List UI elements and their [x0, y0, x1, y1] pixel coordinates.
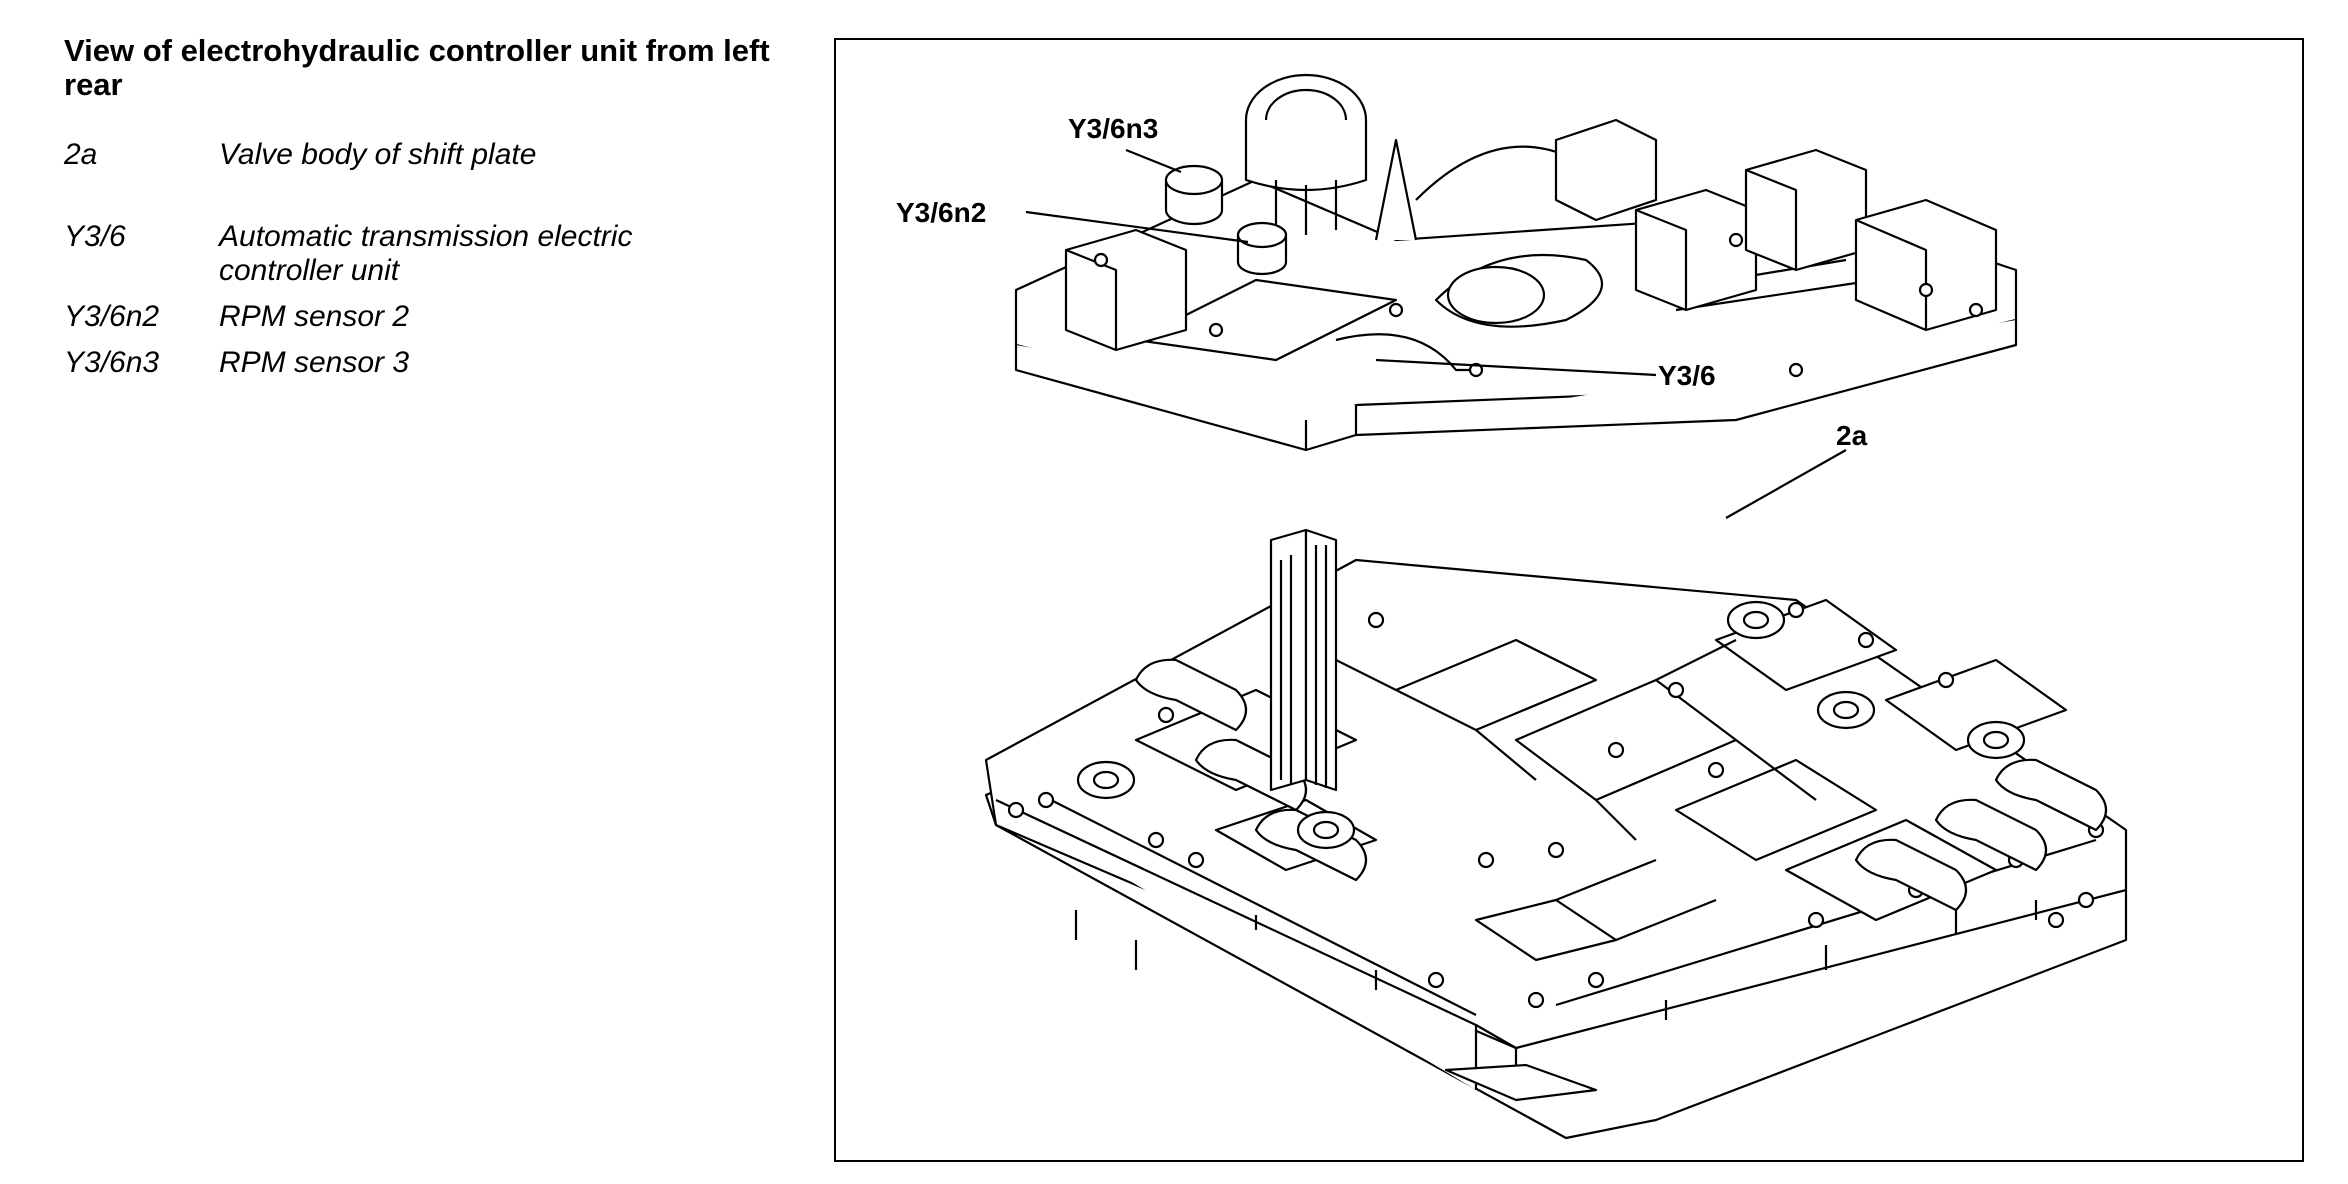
leader-line-y3-6n2 [1025, 210, 1249, 244]
legend-description: Valve body of shift plate [219, 138, 537, 171]
leader-line-y3-6n3 [1125, 148, 1182, 174]
legend-row: Y3/6 Automatic transmission electric con… [64, 220, 784, 288]
legend-row: 2a Valve body of shift plate [64, 138, 784, 172]
legend-row: Y3/6n3 RPM sensor 3 [64, 346, 784, 380]
legend-code: Y3/6n3 [64, 346, 160, 379]
legend-code: Y3/6 [64, 220, 126, 253]
legend-panel: View of electrohydraulic controller unit… [64, 34, 784, 380]
callout-y3-6n3: Y3/6n3 [1068, 113, 1158, 144]
legend-description: Automatic transmission electric controll… [219, 220, 633, 287]
legend-code: 2a [64, 138, 98, 171]
controller-bolts [1093, 232, 1984, 378]
central-connector [1244, 73, 1368, 235]
solenoid-valves [1076, 600, 2108, 912]
legend-description: RPM sensor 2 [219, 300, 410, 333]
diagram-frame: Y3/6n3 Y3/6n2 Y3/6 2a [834, 38, 2304, 1162]
legend-row: Y3/6n2 RPM sensor 2 [64, 300, 784, 334]
legend-table: 2a Valve body of shift plate Y3/6 Automa… [64, 138, 784, 380]
connector-column [1269, 528, 1338, 792]
rpm-sensor-3-shape [1164, 164, 1224, 226]
leader-line-y3-6 [1375, 358, 1657, 377]
callout-2a: 2a [1836, 420, 1868, 451]
rpm-sensor-2-shape [1236, 221, 1288, 276]
controller-unit-drawing: Y3/6n3 Y3/6n2 Y3/6 2a [896, 73, 2128, 1140]
leader-line-2a [1725, 449, 1847, 519]
callout-y3-6: Y3/6 [1658, 360, 1716, 391]
legend-description: RPM sensor 3 [219, 346, 410, 379]
legend-code: Y3/6n2 [64, 300, 160, 333]
page-title: View of electrohydraulic controller unit… [64, 33, 770, 102]
callout-y3-6n2: Y3/6n2 [896, 197, 986, 228]
